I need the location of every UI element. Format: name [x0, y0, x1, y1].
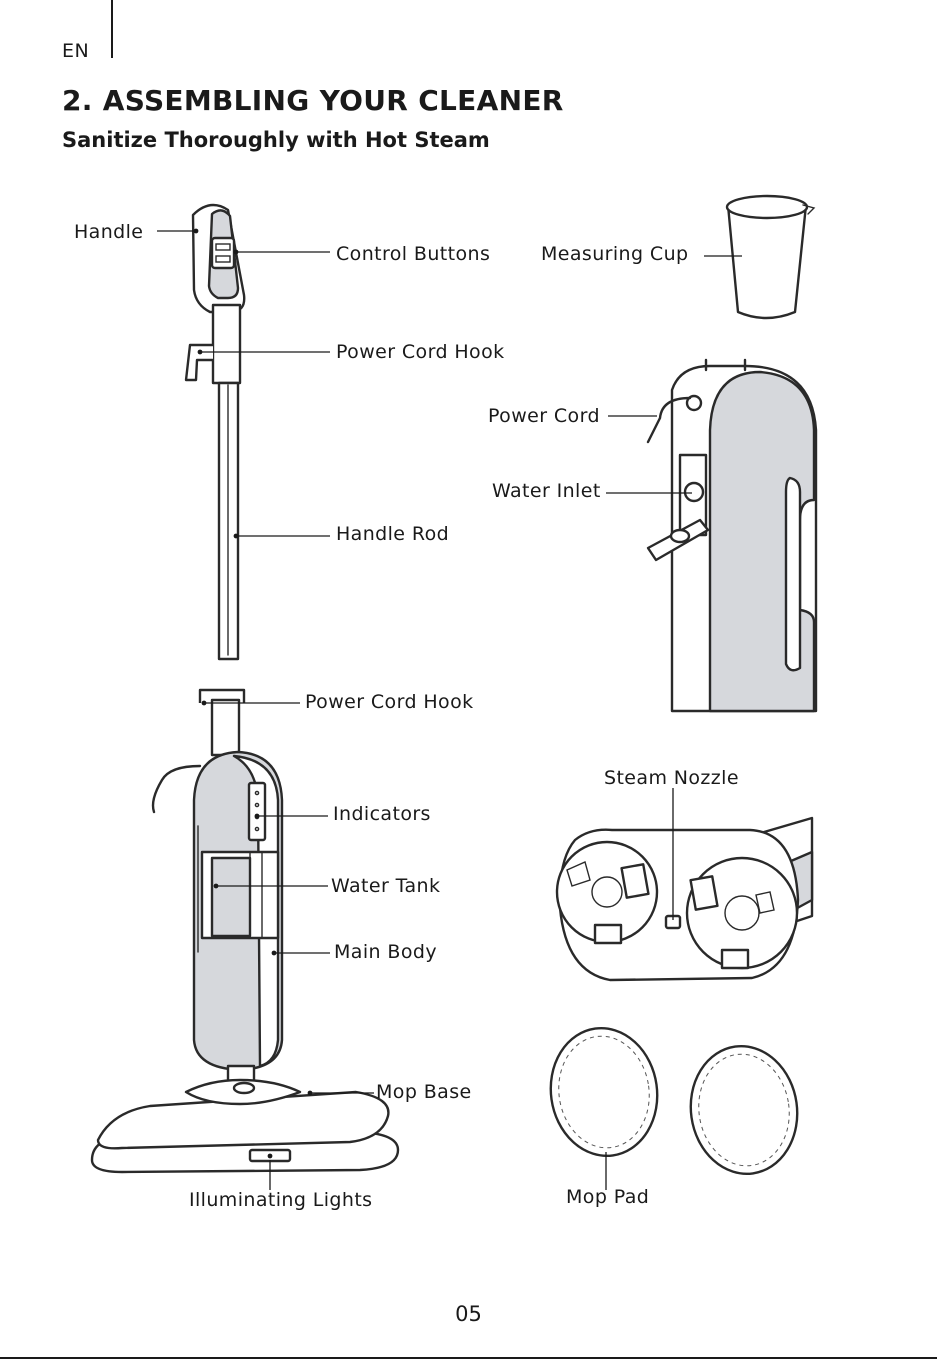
measuring-cup-drawing — [727, 196, 814, 318]
label-mop-pad: Mop Pad — [566, 1188, 649, 1207]
body-side-drawing — [648, 360, 816, 711]
label-steam-nozzle: Steam Nozzle — [604, 769, 739, 788]
label-power-cord: Power Cord — [488, 407, 600, 426]
label-main-body: Main Body — [334, 943, 437, 962]
label-power-cord-hook-top: Power Cord Hook — [336, 343, 505, 362]
label-power-cord-hook-body: Power Cord Hook — [305, 693, 474, 712]
label-handle: Handle — [74, 223, 143, 242]
label-indicators: Indicators — [333, 805, 431, 824]
label-water-tank: Water Tank — [331, 877, 440, 896]
main-body-drawing — [92, 690, 398, 1172]
label-control-buttons: Control Buttons — [336, 245, 490, 264]
handle-rod-drawing — [186, 205, 244, 659]
page-number: 05 — [0, 1302, 937, 1326]
label-measuring-cup: Measuring Cup — [541, 245, 688, 264]
label-illuminating-lights: Illuminating Lights — [189, 1191, 372, 1210]
mop-pads-drawing — [543, 1021, 806, 1181]
label-handle-rod: Handle Rod — [336, 525, 449, 544]
footer-rule — [0, 1357, 937, 1359]
label-water-inlet: Water Inlet — [492, 482, 601, 501]
mop-underside-drawing — [557, 818, 812, 980]
label-mop-base: Mop Base — [376, 1083, 472, 1102]
